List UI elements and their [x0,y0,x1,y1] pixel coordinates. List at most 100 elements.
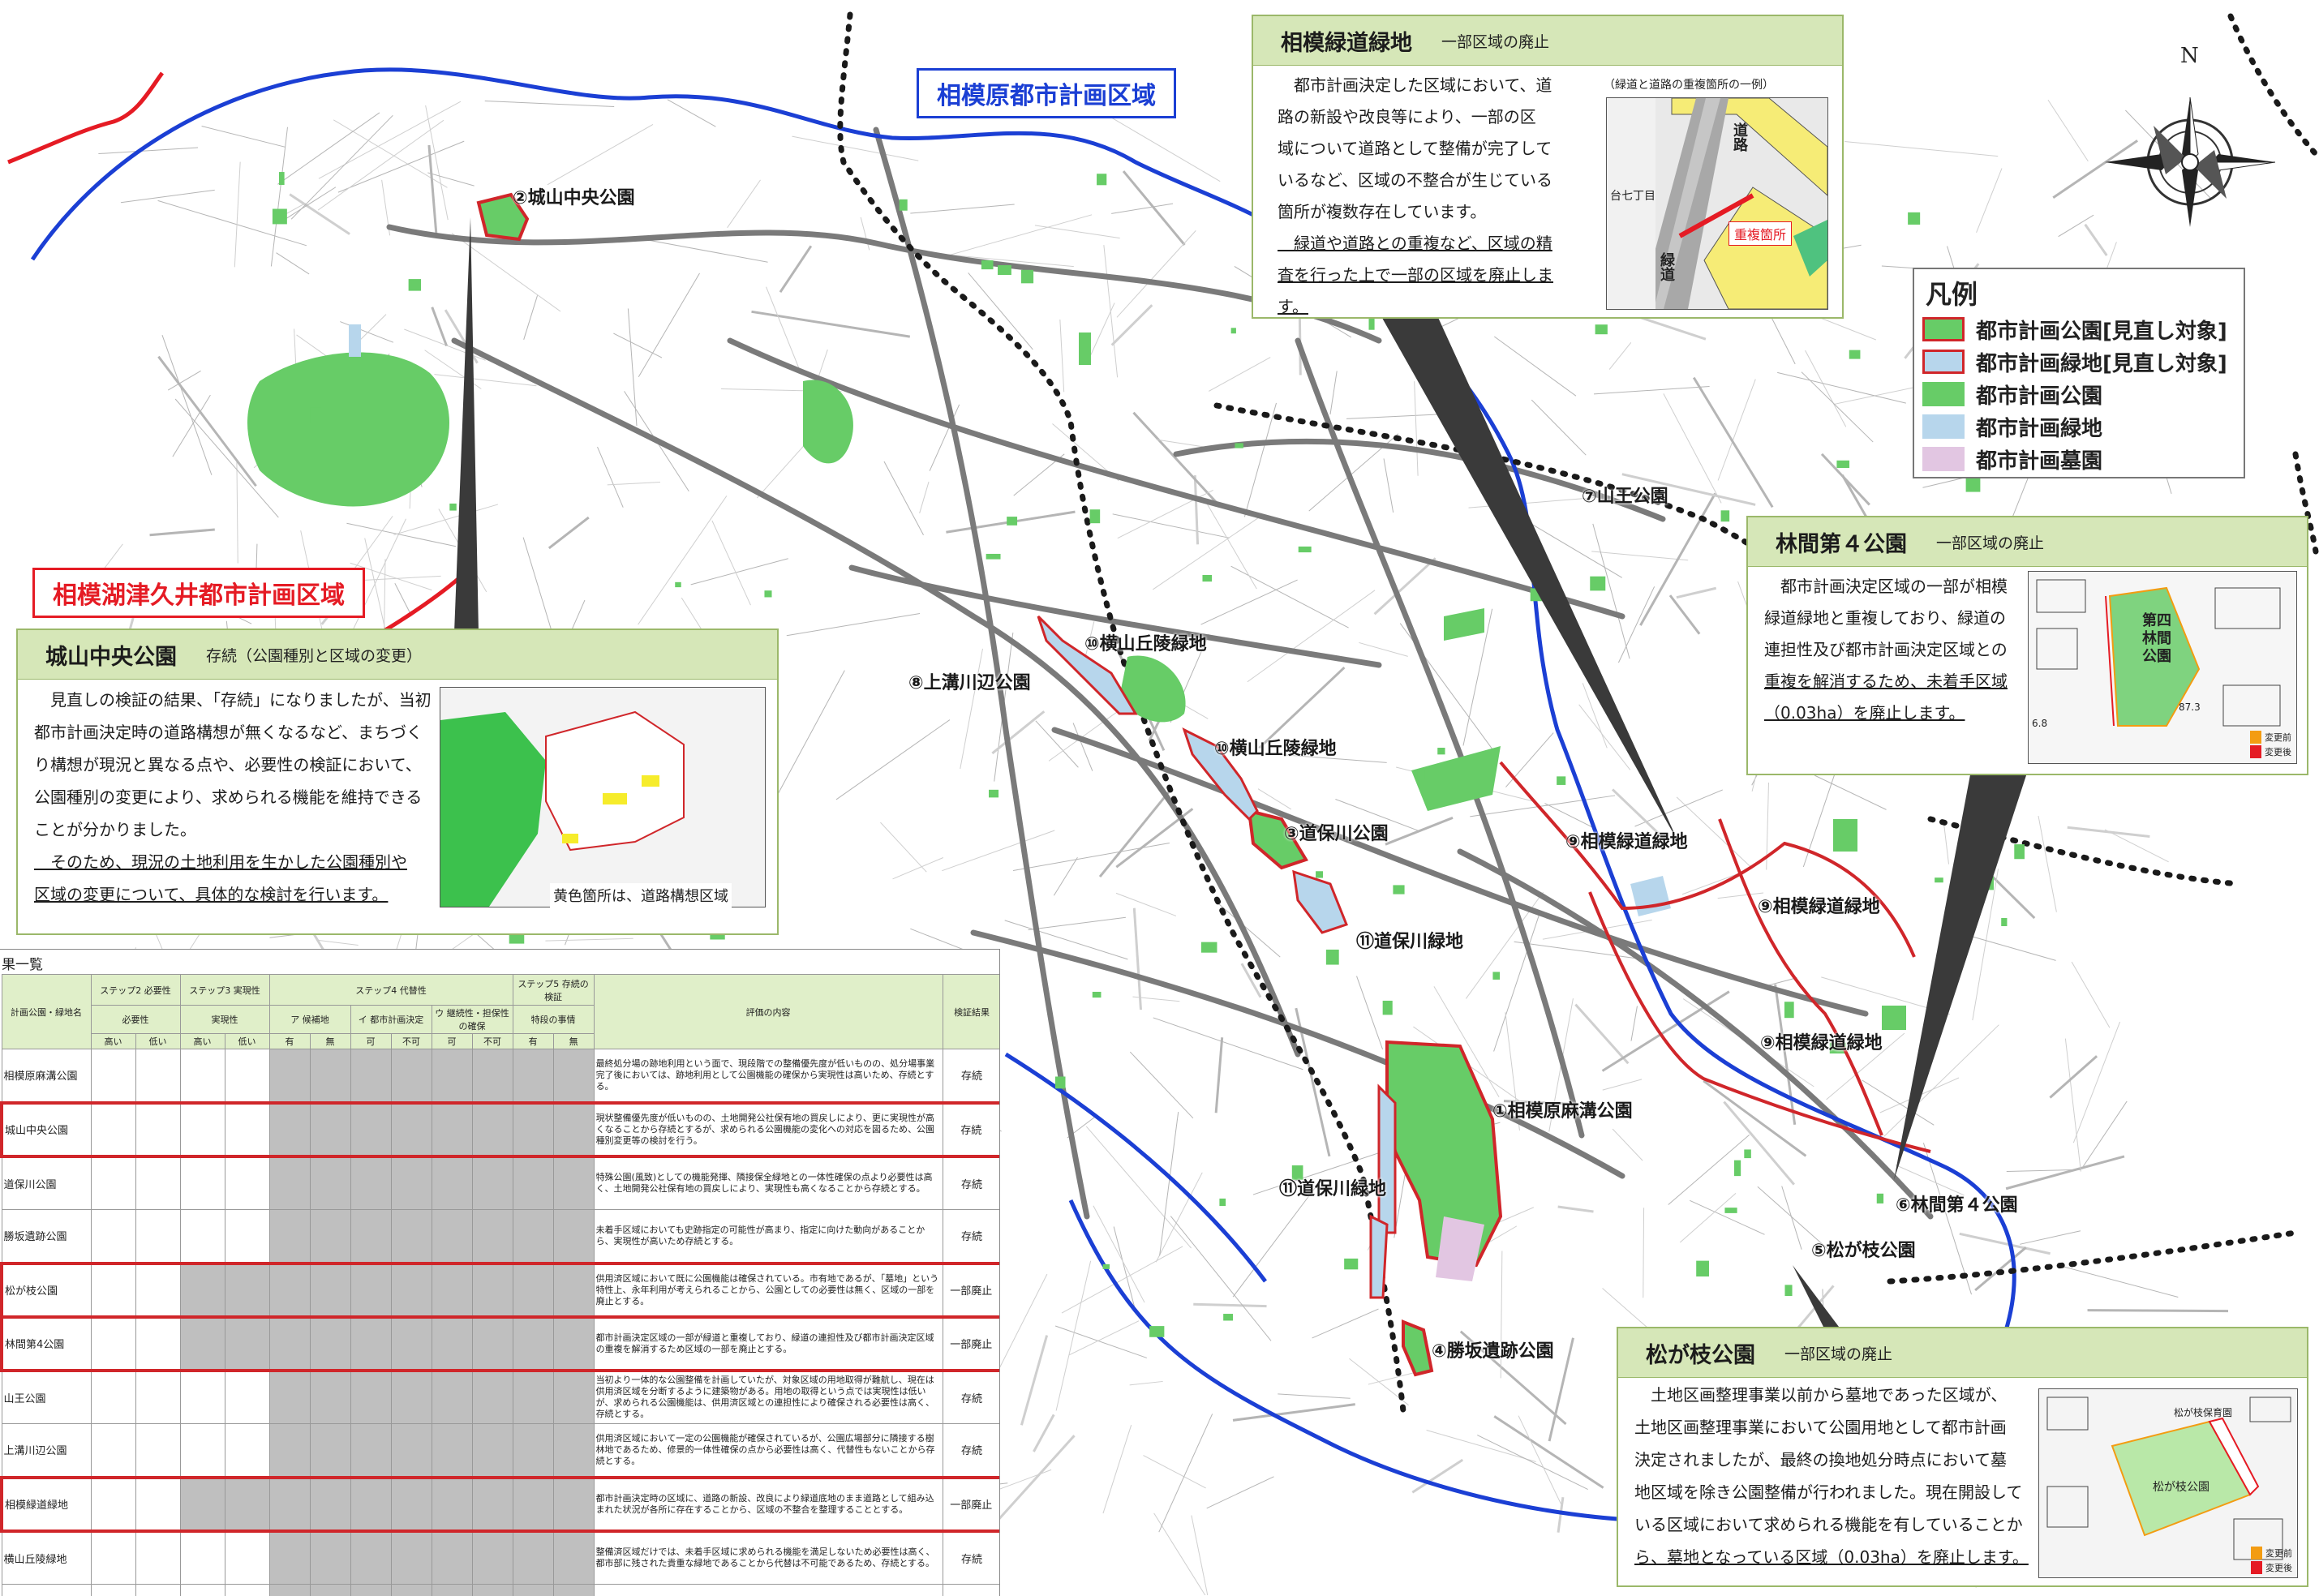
table-cell-name: 林間第4公園 [2,1317,91,1371]
panel-sagami-title: 相模緑道緑地 [1281,25,1412,57]
table-cell-check [269,1424,310,1478]
table-cell-result: 存続 [943,1049,1000,1103]
table-cell-name: 上溝川辺公園 [2,1424,91,1478]
table-cell-check [553,1210,594,1264]
table-cell-check [135,1103,180,1156]
sagamihara-region-label: 相模原都市計画区域 [917,68,1176,118]
table-cell-check [225,1531,269,1585]
sagami-inset-overlap: 重複箇所 [1729,221,1792,246]
table-cell-check [553,1264,594,1317]
small-park [1724,1208,1737,1213]
panel-rinkan-title: 林間第４公園 [1776,526,1907,558]
table-cell-check [472,1317,513,1371]
th-feasibility: 実現性 [180,1006,269,1034]
small-park [1219,1199,1226,1206]
panel-text-line: 箇所が複数存在しています。 [1278,196,1594,228]
table-cell-check [310,1264,350,1317]
small-park [981,260,994,269]
small-park [1103,1264,1110,1269]
table-cell-check [432,1585,472,1596]
small-park [989,790,998,798]
table-cell-check [91,1103,135,1156]
panel-text-line: 緑道緑地と重複しており、緑道の [1764,603,2056,634]
small-park [279,172,285,185]
table-cell-check [269,1585,310,1596]
panel-sagami-header: 相模緑道緑地 一部区域の廃止 [1253,16,1842,66]
label-dohogawa-green-1: ⑪道保川緑地 [1356,927,1463,953]
small-park [1836,461,1849,468]
table-cell-check [310,1371,350,1424]
table-cell-check [513,1531,553,1585]
table-cell-check [135,1317,180,1371]
table-cell-check [180,1371,225,1424]
table-cell-result: 存続 [943,1371,1000,1424]
table-cell-check [513,1210,553,1264]
table-cell-name: 城山中央公園 [2,1103,91,1156]
shiroyama-inset-caption: 黄色箇所は、道路構想区域 [550,883,732,907]
map-legend: 凡例 都市計画公園[見直し対象]都市計画緑地[見直し対象]都市計画公園都市計画緑… [1913,268,2245,478]
table-cell-check [135,1049,180,1103]
table-cell-result: 一部廃止 [943,1264,1000,1317]
table-cell-check [310,1585,350,1596]
panel-matsugae-park: 松が枝公園 一部区域の廃止 土地区画整理事業以前から墓地であった区域が、土地区画… [1617,1327,2308,1587]
table-cell-check [135,1156,180,1210]
table-cell-check [180,1424,225,1478]
table-cell-check [391,1317,432,1371]
table-row: 上溝川辺公園供用済区域において一定の公園機能が確保されているが、公園広場部分に隣… [2,1424,1000,1478]
table-row: 道保川公園特殊公園(風致)としての機能発揮、隣接保全緑地との一体性確保の点より必… [2,1156,1000,1210]
panel-rinkan-text: 都市計画決定区域の一部が相模緑道緑地と重複しており、緑道の連担性及び都市計画決定… [1764,571,2056,729]
table-row: 松が枝公園供用済区域において既に公園機能は確保されている。市有地であるが、「墓地… [2,1264,1000,1317]
small-park [1202,575,1212,581]
table-cell-check [135,1585,180,1596]
th-alt-b: イ 都市計画決定 [350,1006,432,1034]
table-cell-check [553,1103,594,1156]
panel-text-line: （0.03ha）を廃止します。 [1764,697,2056,729]
th-high-1: 高い [91,1034,135,1049]
small-park [1383,1001,1393,1015]
small-park [1231,328,1236,333]
th-ng-2: 不可 [472,1034,513,1049]
panel-sagami-subtitle: 一部区域の廃止 [1441,30,1549,52]
table-cell-name: 横山丘陵緑地 [2,1531,91,1585]
table-cell-check [225,1585,269,1596]
table-cell-check [432,1049,472,1103]
small-park [1055,1077,1066,1089]
table-cell-check [350,1585,391,1596]
table-cell-check [269,1478,310,1531]
table-cell-check [513,1424,553,1478]
legend-item: 都市計画公園[見直し対象] [1922,315,2227,344]
table-cell-check [472,1264,513,1317]
table-cell-check [225,1210,269,1264]
table-cell-eval: 都市計画決定時の区域に、道路の新設、改良により緑道底地のまま道路として組み込まれ… [594,1478,943,1531]
panel-matsugae-text: 土地区画整理事業以前から墓地であった区域が、土地区画整理事業において公園用地とし… [1634,1379,2040,1573]
th-necessity: 必要性 [91,1006,180,1034]
table-cell-check [513,1371,553,1424]
panel-shiroyama-subtitle: 存続（公園種別と区域の変更） [206,644,422,666]
tsukui-region-label: 相模湖津久井都市計画区域 [32,568,365,618]
table-cell-check [350,1531,391,1585]
table-cell-check [513,1317,553,1371]
panel-text-line: り構想が現況と異なる点や、必要性の検証において、 [34,749,456,781]
table-cell-check [310,1531,350,1585]
table-cell-check [553,1531,594,1585]
table-cell-result: 存続 [943,1531,1000,1585]
panel-matsugae-subtitle: 一部区域の廃止 [1784,1342,1892,1364]
small-park [1557,776,1565,785]
panel-text-line: 都市計画決定時の道路構想が無くなるなど、まちづく [34,716,456,749]
small-park [1784,1285,1792,1296]
rinkan-inset-num1: 87.3 [2179,701,2201,713]
table-cell-check [472,1103,513,1156]
th-step4: ステップ4 代替性 [269,975,513,1006]
label-matsugae-park: ⑤松が枝公園 [1811,1236,1916,1262]
sagami-inset-road: 道路 [1729,122,1750,152]
table-cell-check [553,1585,594,1596]
small-park [1223,1314,1233,1320]
small-park [1590,577,1605,591]
table-cell-check [513,1585,553,1596]
table-cell-eval: 供用済区域において既に公園機能は確保されている。市有地であるが、「墓地」という特… [594,1264,943,1317]
table-cell-eval: 特殊公園(風致)としての機能発揮、隣接保全緑地との一体性確保の点より必要性は高く… [594,1156,943,1210]
rinkan-inset-map: 第四林間公園 87.3 6.8 変更前 変更後 [2028,571,2297,764]
table-cell-eval: 都市計画決定区域の一部が緑道と重複しており、緑道の連担性及び都市計画決定区域の重… [594,1317,943,1371]
table-cell-check [225,1317,269,1371]
table-cell-check [472,1210,513,1264]
